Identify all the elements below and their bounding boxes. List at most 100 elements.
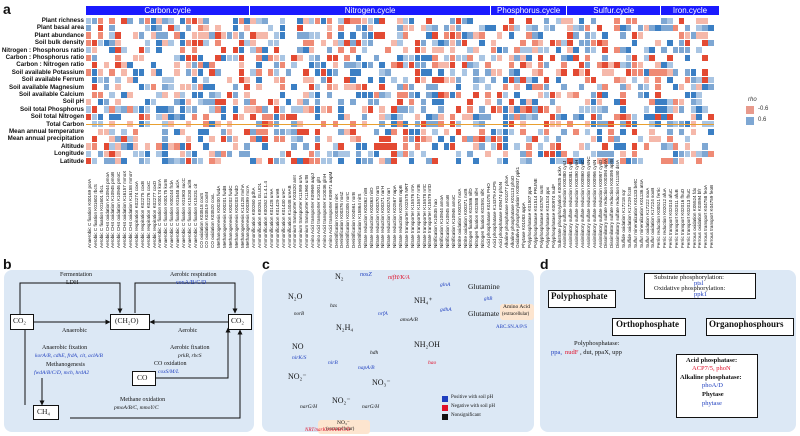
heatmap-cell — [620, 61, 626, 69]
heatmap-cell — [309, 47, 315, 54]
heatmap-cell — [314, 91, 321, 98]
heatmap-cell — [620, 128, 626, 135]
heatmap-cell — [309, 76, 315, 84]
heatmap-cell — [273, 128, 280, 135]
heatmap-cell — [655, 69, 661, 76]
heatmap-cell — [209, 150, 215, 158]
heatmap-cell — [590, 106, 597, 113]
heatmap-cell — [708, 150, 714, 158]
heatmap-cell — [309, 91, 315, 98]
heatmap-cell — [449, 69, 456, 76]
heatmap-cell — [361, 39, 368, 47]
heatmap-cell — [220, 135, 227, 143]
heatmap-cell — [490, 47, 497, 54]
heatmap-cell — [502, 128, 509, 135]
heatmap-cell — [608, 158, 614, 165]
heatmap-cell — [438, 39, 444, 47]
no2-mid-node: NO₂⁻ — [332, 396, 351, 405]
heatmap-cell — [602, 84, 608, 91]
heatmap-cell — [479, 143, 485, 150]
heatmap-cell — [526, 17, 532, 24]
heatmap-cell — [273, 76, 280, 84]
heatmap-cell — [672, 98, 679, 106]
heatmap-cell — [109, 135, 115, 143]
heatmap-cell — [385, 158, 391, 165]
heatmap-cell — [379, 32, 385, 39]
heatmap-cell — [620, 113, 626, 121]
heatmap-cell — [185, 39, 192, 47]
heatmap-cell — [579, 24, 585, 32]
heatmap-cell — [373, 91, 380, 98]
heatmap-cell — [690, 69, 696, 76]
heatmap-cell — [602, 39, 608, 47]
heatmap-cell — [702, 24, 708, 32]
heatmap-cell — [262, 17, 268, 24]
heatmap-cell — [473, 91, 479, 98]
heatmap-cell — [303, 17, 309, 24]
heatmap-cell — [91, 76, 98, 84]
heatmap-cell — [191, 158, 198, 165]
heatmap-cell — [608, 150, 614, 158]
heatmap-cell — [262, 143, 268, 150]
heatmap-cell — [514, 54, 520, 61]
no3-ext: NO₃⁻ — [337, 420, 350, 426]
heatmap-cell — [631, 61, 638, 69]
heatmap-cell — [520, 39, 526, 47]
heatmap-cell — [584, 128, 591, 135]
heatmap-cell — [643, 84, 650, 91]
heatmap-cell — [150, 84, 157, 91]
no2-left-node: NO₂⁻ — [288, 372, 307, 381]
heatmap-cell — [297, 98, 303, 106]
heatmap-cell — [543, 17, 550, 24]
heatmap-cell — [226, 91, 233, 98]
heatmap-cell — [256, 135, 262, 143]
heatmap-cell — [132, 32, 139, 39]
heatmap-cell — [273, 32, 280, 39]
heatmap-cell — [361, 158, 368, 165]
heatmap-cell — [209, 98, 215, 106]
heatmap-cell — [91, 47, 98, 54]
heatmap-cell — [244, 106, 250, 113]
heatmap-cell — [285, 150, 292, 158]
heatmap-cell — [596, 158, 603, 165]
heatmap-cell — [320, 76, 327, 84]
heatmap-cell — [631, 39, 638, 47]
napa-gene: napA/B — [358, 365, 375, 371]
heatmap-cell — [590, 91, 597, 98]
heatmap-cell — [355, 135, 362, 143]
heatmap-cell — [338, 158, 344, 165]
heatmap-cell — [473, 61, 479, 69]
heatmap-cell — [667, 143, 673, 150]
heatmap-cell — [138, 17, 145, 24]
heatmap-cell — [179, 158, 186, 165]
heatmap-cell — [115, 150, 121, 158]
heatmap-cell — [672, 158, 679, 165]
heatmap-cell — [514, 84, 520, 91]
no3-ext-2: (extracellular) — [326, 427, 355, 432]
heatmap-cell — [414, 128, 421, 135]
heatmap-cell — [355, 158, 362, 165]
heatmap-cell — [191, 76, 198, 84]
heatmap-cell — [444, 91, 450, 98]
heatmap-cell — [402, 54, 409, 61]
heatmap-cell — [432, 76, 438, 84]
heatmap-cell — [573, 47, 579, 54]
heatmap-cell — [344, 54, 350, 61]
heatmap-cell — [532, 24, 538, 32]
heatmap-cell — [449, 17, 456, 24]
heatmap-cell — [555, 17, 561, 24]
heatmap-cell — [109, 39, 115, 47]
heatmap-cell — [121, 128, 127, 135]
heatmap-cell — [426, 54, 432, 61]
heatmap-cell — [267, 39, 274, 47]
heatmap-cell — [309, 158, 315, 165]
heatmap-cell — [696, 76, 702, 84]
heatmap-cell — [438, 106, 444, 113]
heatmap-cell — [573, 158, 579, 165]
heatmap-cell — [379, 69, 385, 76]
heatmap-cell — [555, 113, 561, 121]
heatmap-cell — [97, 32, 104, 39]
row-label: Plant richness — [41, 17, 84, 24]
heatmap-cell — [91, 135, 98, 143]
heatmap-cell — [543, 91, 550, 98]
